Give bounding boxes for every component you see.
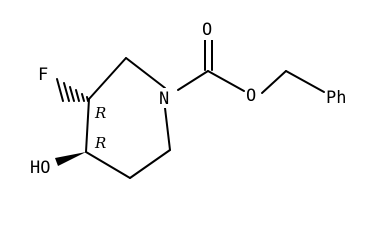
bond-c2-n1 (125, 57, 166, 89)
atom-nitrogen: N (159, 89, 169, 109)
structure-diagram: F N O O HO Ph R R (30, 20, 346, 179)
bond-n1-c6 (164, 107, 171, 151)
atom-fluorine: F (38, 65, 48, 85)
bond-n1-carbonyl-c (177, 70, 209, 91)
atom-hydroxyl: HO (30, 158, 50, 178)
bond-c2-c3 (88, 57, 127, 100)
bond-c4-c3 (85, 98, 90, 153)
bond-c3-f-hashed (56, 78, 89, 102)
bond-c5-c4 (85, 151, 131, 179)
bond-ch2-ph (285, 70, 325, 93)
bond-c4-oh-wedge (55, 152, 86, 166)
atom-carbonyl-oxygen: O (202, 20, 212, 40)
bond-c6-c5 (129, 149, 171, 179)
bond-ester-o-ch2 (261, 70, 287, 94)
atom-phenyl: Ph (326, 88, 346, 108)
bond-carbonyl-c-ester-o (207, 70, 245, 92)
stereo-descriptor-c4: R (94, 134, 106, 152)
atom-ester-oxygen: O (246, 86, 256, 106)
stereo-descriptor-c3: R (94, 104, 106, 122)
